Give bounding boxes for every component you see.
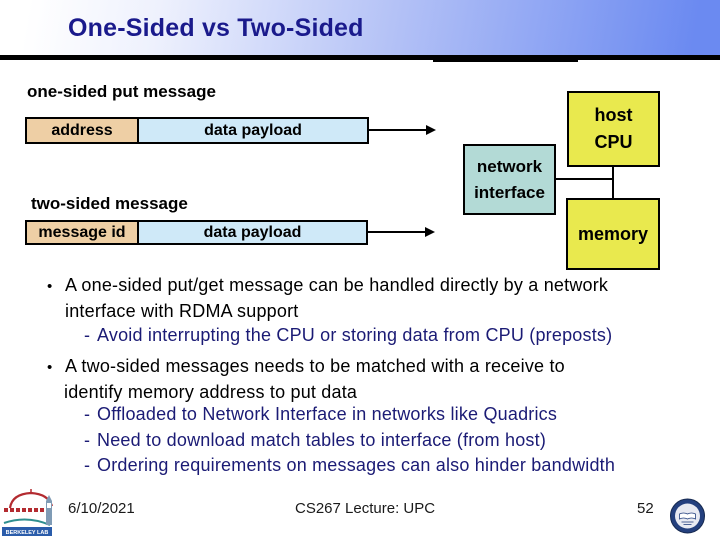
host-cpu-node: host CPU: [567, 91, 660, 167]
bullet-text: A two-sided messages needs to be matched…: [65, 356, 565, 376]
bullet-dash: -: [84, 430, 91, 450]
seal-book: [679, 512, 696, 520]
logo-banner: [2, 527, 52, 536]
two-sided-arrowhead-icon: [425, 227, 435, 237]
connector-horizontal: [556, 178, 614, 180]
sub-bullet-line: -Offloaded to Network Interface in netwo…: [84, 404, 557, 425]
one-sided-message-box: address data payload: [25, 117, 369, 144]
bullet-line: • A two-sided messages needs to be matche…: [47, 356, 565, 377]
bullet-dot: •: [47, 278, 53, 295]
footer-date: 6/10/2021: [68, 500, 135, 517]
banner-rule: [0, 55, 720, 60]
footer-page-number: 52: [637, 500, 654, 517]
memory-node: memory: [566, 198, 660, 270]
connector-vertical: [612, 167, 614, 198]
bullet-dash: -: [84, 404, 91, 424]
host-cpu-label-line2: CPU: [594, 132, 633, 152]
bullet-dash: -: [84, 455, 91, 475]
bullet-dash: -: [84, 325, 91, 345]
logo-dome: [8, 491, 54, 509]
host-cpu-label-line1: host: [594, 105, 633, 125]
banner-rule-step: [433, 58, 578, 62]
footer-course: CS267 Lecture: UPC: [295, 500, 436, 517]
memory-label: memory: [577, 223, 649, 244]
sub-bullet-line: -Ordering requirements on messages can a…: [84, 455, 615, 476]
data-payload-field: data payload: [139, 119, 367, 142]
network-interface-node: network interface: [463, 144, 556, 215]
address-field: address: [27, 119, 139, 142]
logo-swoosh: [3, 518, 51, 526]
uc-berkeley-seal: [670, 498, 705, 534]
bullet-line: interface with RDMA support: [65, 301, 299, 322]
bullet-text: Ordering requirements on messages can al…: [97, 455, 616, 475]
logo-dots: [4, 508, 44, 512]
title-banner: [0, 0, 720, 56]
two-sided-heading: two-sided message: [31, 194, 188, 213]
bullet-line: identify memory address to put data: [64, 382, 357, 403]
one-sided-heading: one-sided put message: [27, 82, 216, 101]
logo-banner-text: BERKELEY LAB: [6, 530, 49, 536]
bullet-text: interface with RDMA support: [65, 301, 299, 321]
bullet-text: Offloaded to Network Interface in networ…: [97, 404, 558, 424]
sub-bullet-line: -Need to download match tables to interf…: [84, 430, 546, 451]
one-sided-arrow-line: [369, 129, 426, 131]
logo-campanile: [46, 495, 52, 525]
bullet-text: A one-sided put/get message can be handl…: [65, 275, 609, 295]
bullet-text: Need to download match tables to interfa…: [97, 430, 547, 450]
berkeley-lab-logo: BERKELEY LAB: [2, 489, 54, 536]
bullet-dot: •: [47, 359, 53, 376]
one-sided-arrowhead-icon: [426, 125, 436, 135]
two-sided-arrow-line: [368, 231, 425, 233]
message-id-field: message id: [27, 222, 139, 243]
network-interface-label-line1: network: [476, 157, 543, 176]
data-payload-field: data payload: [139, 222, 366, 243]
two-sided-message-box: message id data payload: [25, 220, 368, 245]
network-interface-label-line2: interface: [474, 182, 545, 202]
sub-bullet-line: -Avoid interrupting the CPU or storing d…: [84, 325, 612, 346]
bullet-text: identify memory address to put data: [64, 382, 358, 402]
page-title: One-Sided vs Two-Sided: [68, 14, 364, 42]
bullet-text: Avoid interrupting the CPU or storing da…: [97, 325, 613, 345]
bullet-line: • A one-sided put/get message can be hand…: [47, 275, 608, 296]
